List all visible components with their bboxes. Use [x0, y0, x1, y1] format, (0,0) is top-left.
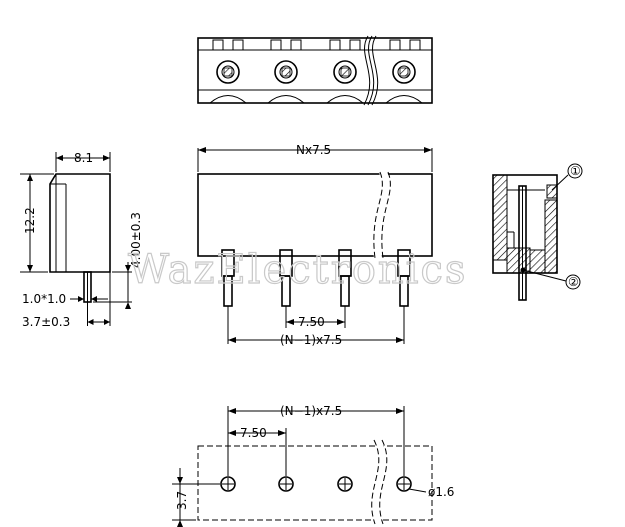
hole-4 — [396, 476, 412, 492]
screw-1 — [216, 60, 240, 84]
watermark: WazElectronics — [128, 247, 467, 293]
hole-2 — [278, 476, 294, 492]
callout-1: ① — [570, 164, 581, 178]
dim-pin-section: 1.0*1.0 — [22, 292, 66, 306]
dim-pitch-total-side: (N−1)x7.5 — [280, 333, 342, 347]
dim-height: 12.2 — [23, 207, 37, 234]
section-view: ① ② — [492, 163, 583, 301]
dim-pitch-side: 7.50 — [298, 315, 325, 329]
hole-3 — [337, 476, 353, 492]
front-view: Nx7.5 7.50 (N−1)x7.5 — [197, 143, 433, 347]
dim-pin-length: 4.00±0.3 — [129, 212, 143, 268]
dim-hole-diameter: ø1.6 — [428, 485, 454, 499]
dim-depth: 8.1 — [74, 151, 93, 165]
pcb-view: (N−1)x7.5 7.50 3.7 ø1.6 — [172, 404, 454, 527]
screw-2 — [274, 60, 298, 84]
callout-2: ② — [568, 275, 579, 289]
hole-1 — [220, 476, 236, 492]
dim-width-nx: Nx7.5 — [296, 143, 331, 157]
dim-pitch-bottom: 7.50 — [240, 426, 267, 440]
dim-pin-offset: 3.7±0.3 — [22, 315, 70, 329]
left-side-view: 8.1 12.2 4.00±0.3 1.0*1.0 3.7±0.3 — [20, 151, 143, 329]
screw-4 — [392, 60, 416, 84]
screw-3 — [333, 60, 357, 84]
dim-pitch-total-bottom: (N−1)x7.5 — [280, 404, 342, 418]
top-view — [197, 35, 433, 106]
dim-hole-offset: 3.7 — [175, 491, 189, 510]
